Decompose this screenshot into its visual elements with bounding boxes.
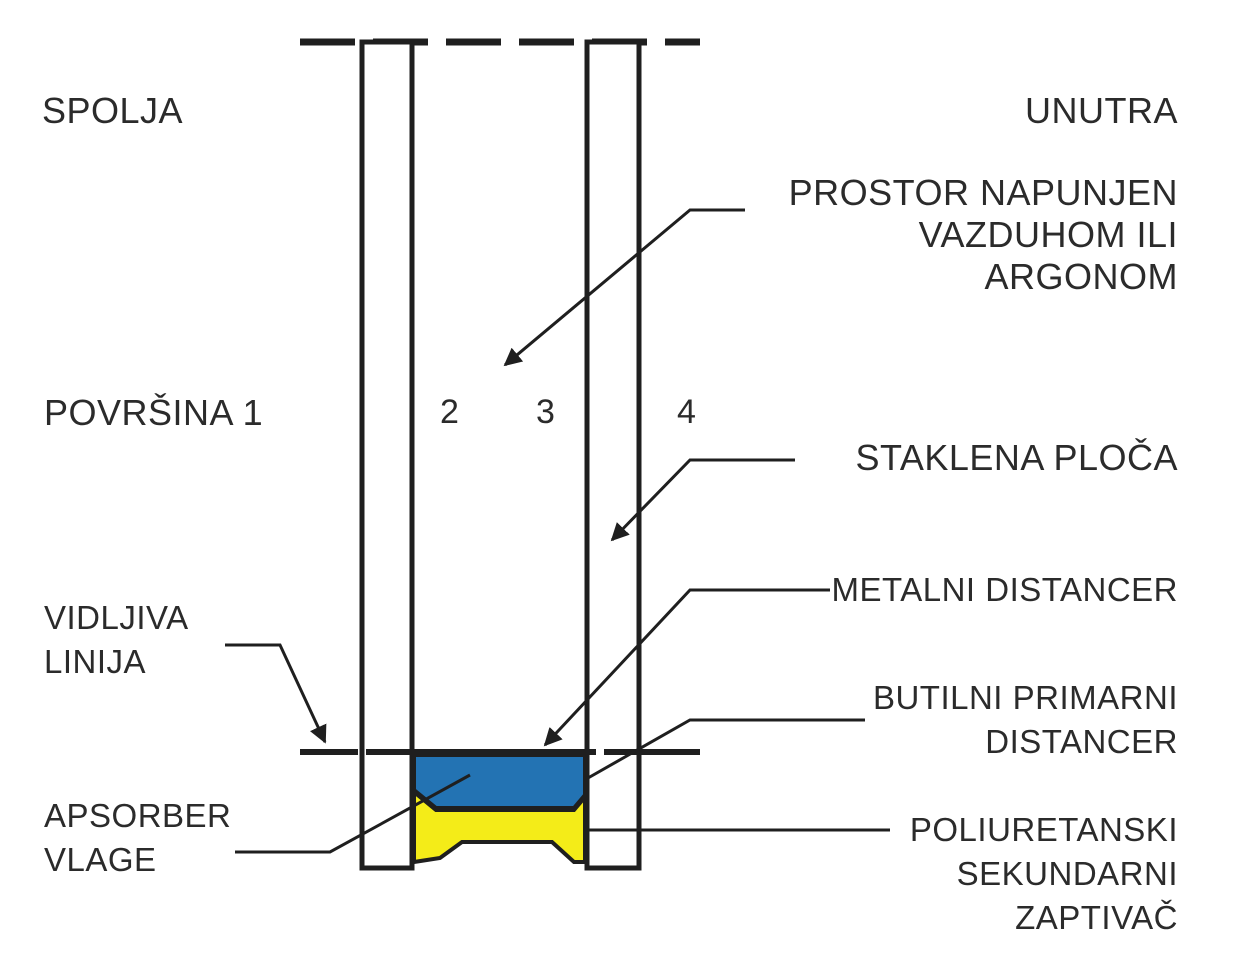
pu-sealant-shape: [412, 787, 587, 865]
label-gas-fill: PROSTOR NAPUNJEN VAZDUHOM ILI ARGONOM: [789, 172, 1178, 298]
label-sight-line: VIDLJIVA LINIJA: [44, 596, 189, 684]
label-gas-fill-line-2: VAZDUHOM ILI: [918, 214, 1178, 255]
gas-fill-leader: [503, 208, 745, 367]
label-outside: SPOLJA: [42, 90, 183, 132]
label-pu-line-1: POLIURETANSKI: [909, 811, 1178, 848]
label-surface-1: POVRŠINA 1: [44, 392, 263, 434]
label-metal-spacer: METALNI DISTANCER: [832, 568, 1178, 612]
label-pu-line-3: ZAPTIVAČ: [1015, 899, 1178, 936]
glass-pane-inner: [584, 39, 642, 871]
label-gas-fill-line-3: ARGONOM: [984, 256, 1178, 297]
label-metal-spacer-text: METALNI DISTANCER: [831, 571, 1178, 608]
label-sight-line-line-1: VIDLJIVA: [44, 599, 189, 636]
label-sight-line-line-2: LINIJA: [44, 643, 147, 680]
label-desiccant: APSORBER VLAGE: [44, 794, 231, 882]
label-pu-line-2: SEKUNDARNI: [956, 855, 1178, 892]
label-desiccant-line-1: APSORBER: [44, 797, 232, 834]
label-inside-text: UNUTRA: [1025, 90, 1178, 131]
label-surface-2: 2: [440, 393, 459, 431]
label-glass-pane-text: STAKLENA PLOČA: [855, 437, 1178, 478]
glass-pane-leader: [610, 458, 795, 542]
metal-spacer-leader: [543, 588, 830, 747]
sight-line-leader: [225, 643, 327, 744]
label-desiccant-line-2: VLAGE: [44, 841, 157, 878]
glass-pane-outer: [359, 39, 415, 871]
metal-spacer-shape: [412, 753, 587, 810]
label-butyl-line-1: BUTILNI PRIMARNI: [872, 679, 1178, 716]
label-butyl-line-2: DISTANCER: [985, 723, 1178, 760]
butyl-leader: [587, 718, 865, 780]
label-pu-secondary: POLIURETANSKI SEKUNDARNI ZAPTIVAČ: [910, 808, 1178, 940]
desiccant-leader: [235, 773, 471, 854]
label-surface-3: 3: [536, 393, 555, 431]
label-inside: UNUTRA: [1025, 90, 1178, 132]
label-glass-pane: STAKLENA PLOČA: [856, 437, 1178, 479]
label-surface-1-text: POVRŠINA 1: [44, 392, 264, 433]
label-gas-fill-line-1: PROSTOR NAPUNJEN: [788, 172, 1178, 213]
label-surface-4: 4: [677, 393, 696, 431]
label-butyl-primary: BUTILNI PRIMARNI DISTANCER: [873, 676, 1178, 764]
label-outside-text: SPOLJA: [42, 90, 184, 131]
